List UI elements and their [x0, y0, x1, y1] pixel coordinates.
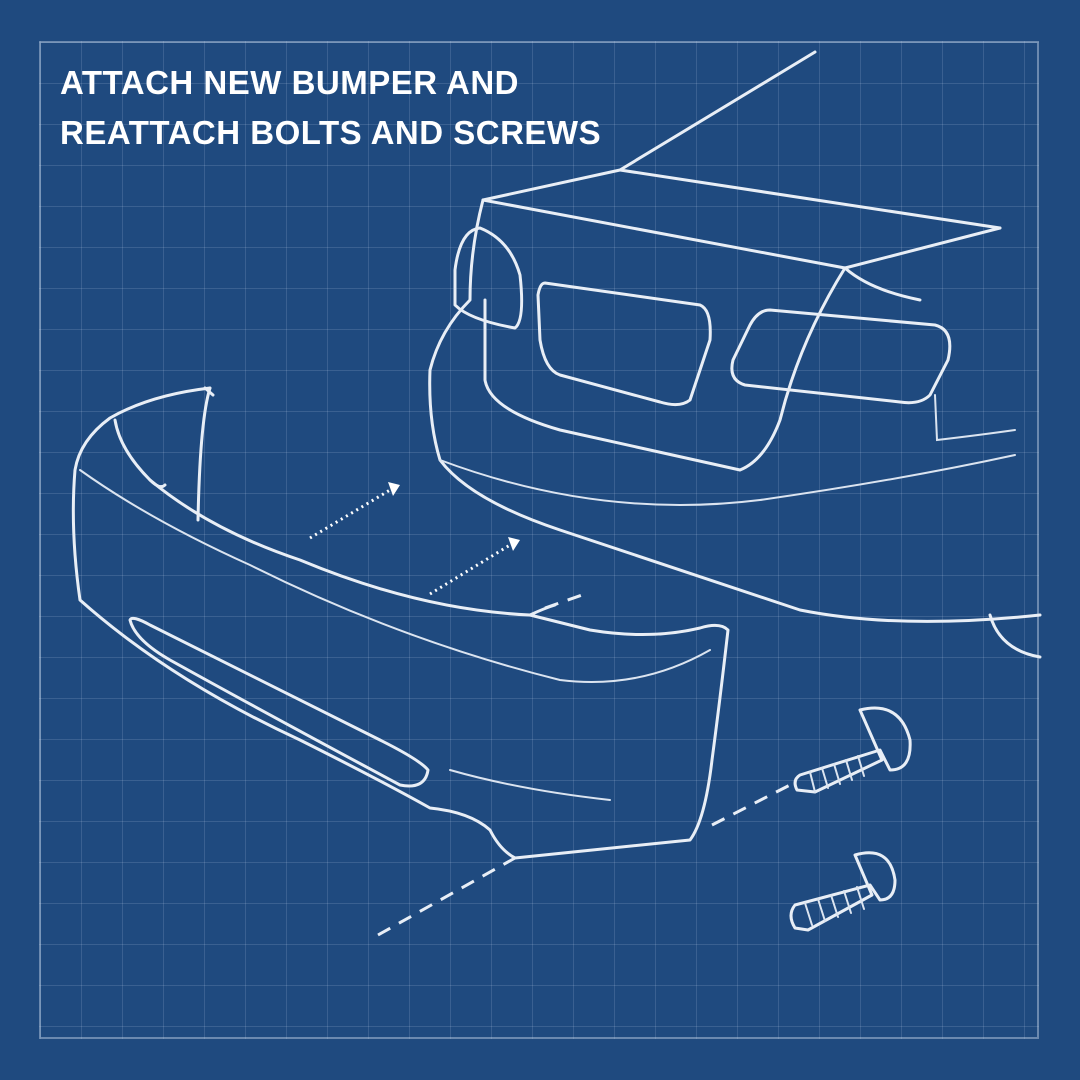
bumper-drawing	[71, 386, 730, 860]
car-rear-drawing	[428, 50, 1042, 659]
bolt-icon	[789, 851, 897, 932]
title-line-2: REATTACH BOLTS AND SCREWS	[60, 114, 602, 151]
alignment-lines	[377, 593, 791, 937]
bolt-icon	[793, 706, 912, 794]
instruction-title: ATTACH NEW BUMPER AND REATTACH BOLTS AND…	[60, 58, 601, 158]
arrow-icon	[309, 482, 400, 540]
arrow-icon	[429, 537, 520, 596]
title-line-1: ATTACH NEW BUMPER AND	[60, 64, 520, 101]
